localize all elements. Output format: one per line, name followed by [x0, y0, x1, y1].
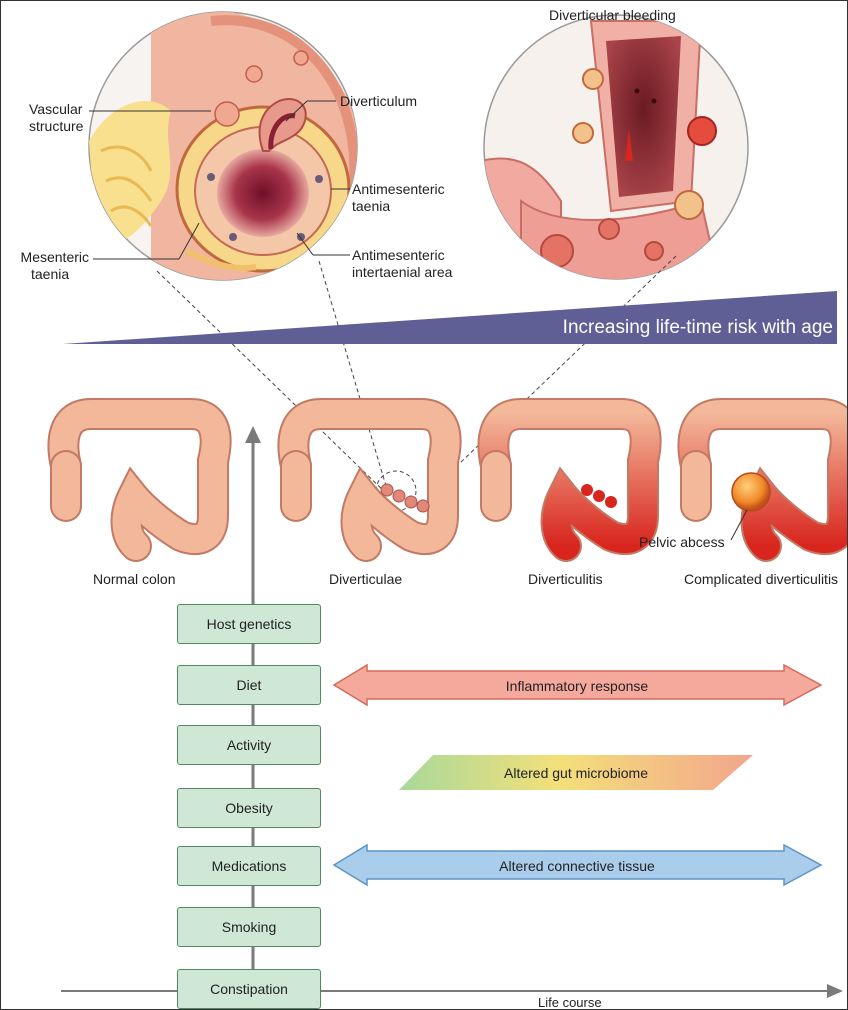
stage-caption-diverticulae: Diverticulae: [329, 571, 402, 587]
inflammatory-response-label: Inflammatory response: [506, 678, 648, 694]
risk-factor-smoking: Smoking: [177, 907, 321, 947]
colon-complicated: [693, 414, 845, 546]
cross-section-zoom: [89, 8, 363, 301]
label-mesenteric-taenia: Mesenteric taenia: [11, 249, 89, 283]
risk-factor-host-genetics: Host genetics: [177, 604, 321, 644]
altered-gut-microbiome-label: Altered gut microbiome: [504, 765, 648, 781]
label-pelvic-abscess: Pelvic abcess: [639, 534, 725, 551]
risk-factor-constipation: Constipation: [177, 969, 321, 1009]
risk-factor-diet: Diet: [177, 665, 321, 705]
colon-diverticulitis: [493, 414, 645, 546]
risk-factor-obesity: Obesity: [177, 788, 321, 828]
label-antimesenteric-intertaenial-area: Antimesenteric intertaenial area: [352, 247, 452, 281]
zoom-guide-lines: [157, 256, 676, 511]
altered-connective-tissue-label: Altered connective tissue: [499, 858, 655, 874]
colon-normal: [63, 414, 215, 546]
risk-factor-activity: Activity: [177, 725, 321, 765]
pelvic-abscess: [732, 473, 770, 511]
label-antimesenteric-taenia: Antimesenteric taenia: [352, 181, 445, 215]
bleeding-zoom: [471, 15, 748, 291]
risk-banner-text: Increasing life-time risk with age: [563, 317, 833, 339]
risk-factor-medications: Medications: [177, 846, 321, 886]
life-course-label: Life course: [538, 994, 602, 1010]
diverticular-bleeding-title: Diverticular bleeding: [549, 7, 676, 24]
stage-caption-complicated: Complicated diverticulitis: [684, 571, 838, 587]
label-vascular-structure: Vascular structure: [29, 101, 83, 135]
stage-caption-diverticulitis: Diverticulitis: [528, 571, 603, 587]
colon-diverticulae: [293, 414, 445, 546]
stage-caption-normal: Normal colon: [93, 571, 175, 587]
label-diverticulum: Diverticulum: [340, 93, 417, 110]
